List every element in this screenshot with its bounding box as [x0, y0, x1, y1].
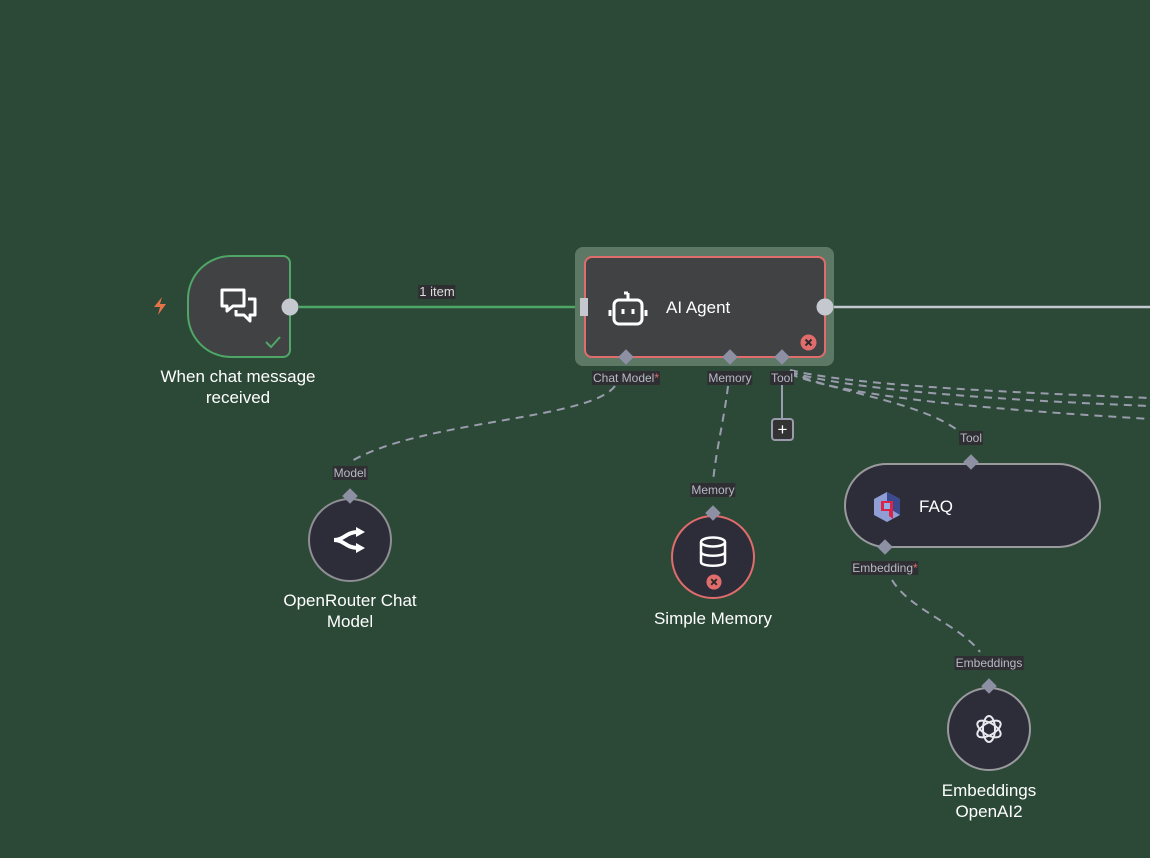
success-check-icon: [265, 336, 281, 349]
port-label-model: Model: [332, 466, 368, 480]
simple-memory-title: Simple Memory: [653, 609, 773, 628]
openai-icon: [976, 715, 1002, 743]
edge-tool-faq[interactable]: [789, 370, 961, 433]
port-label-embedding: Embedding*: [851, 561, 919, 575]
qdrant-icon: [874, 492, 900, 522]
port-label-memory-input: Memory: [690, 483, 736, 497]
edge-tool-2[interactable]: [789, 371, 1150, 407]
agent-input-handle[interactable]: [580, 298, 588, 316]
agent-node[interactable]: AI Agent: [584, 256, 826, 358]
port-label-memory: Memory: [707, 371, 753, 385]
port-label-faq-tool: Tool: [958, 431, 984, 445]
edge-chat-model[interactable]: [349, 385, 616, 463]
database-icon: [699, 536, 727, 567]
chat-bubbles-icon: [220, 288, 257, 323]
edge-embedding[interactable]: [891, 579, 981, 653]
agent-title: AI Agent: [666, 298, 731, 317]
port-label-tool: Tool: [769, 371, 795, 385]
error-icon[interactable]: [800, 334, 817, 351]
add-tool-button[interactable]: +: [771, 418, 794, 441]
edge-tool-3[interactable]: [789, 373, 1150, 420]
openrouter-chat-model-node[interactable]: [308, 498, 392, 582]
faq-title: FAQ: [919, 497, 954, 516]
openrouter-icon: [333, 527, 365, 553]
edge-memory[interactable]: [712, 385, 729, 483]
robot-icon: [608, 291, 648, 326]
edge-tool-1[interactable]: [789, 369, 1150, 399]
memory-error-icon[interactable]: [706, 574, 722, 590]
port-label-chat-model: Chat Model*: [591, 371, 661, 385]
edge-item-count-label: 1 item: [418, 284, 456, 299]
trigger-node-when-chat-message[interactable]: [187, 255, 291, 358]
trigger-output-handle[interactable]: [281, 298, 299, 316]
faq-tool-node[interactable]: FAQ: [844, 463, 1101, 548]
trigger-bolt-icon: [154, 297, 166, 315]
agent-output-handle[interactable]: [816, 298, 834, 316]
embeddings-openai-node[interactable]: [947, 687, 1031, 771]
simple-memory-node[interactable]: [671, 515, 755, 599]
port-label-embeddings: Embeddings: [954, 656, 1024, 670]
